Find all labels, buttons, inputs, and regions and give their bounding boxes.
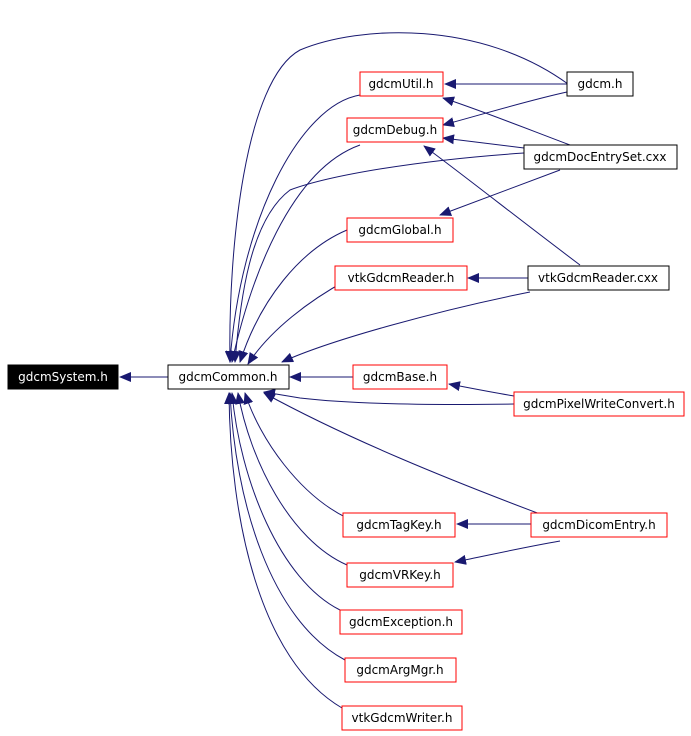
edge-vtkreadercxx-to-debug: [423, 145, 581, 266]
edge-docentryset-to-common: [230, 152, 525, 363]
edge-vrkey-to-common: [235, 392, 348, 566]
node-label: gdcmCommon.h: [179, 370, 278, 384]
node-vtkGdcmWriter[interactable]: vtkGdcmWriter.h: [341, 705, 463, 731]
edge-tagkey-to-common: [243, 392, 348, 519]
node-label: gdcmException.h: [349, 615, 453, 629]
edge-gdcm-to-debug: [442, 91, 568, 127]
node-vtkGdcmReaderCxx[interactable]: vtkGdcmReader.cxx: [527, 265, 670, 291]
edge-argmgr-to-common: [225, 392, 346, 661]
node-gdcmDicomEntry[interactable]: gdcmDicomEntry.h: [530, 512, 668, 538]
node-label: vtkGdcmReader.cxx: [538, 271, 658, 285]
node-label: gdcmVRKey.h: [359, 568, 441, 582]
edge-gdcm-to-common: [224, 32, 569, 363]
nodes: gdcmSystem.h gdcmCommon.h gdcmUtil.h gdc…: [7, 71, 685, 731]
node-gdcmVRKey[interactable]: gdcmVRKey.h: [346, 562, 454, 588]
node-gdcmBase[interactable]: gdcmBase.h: [352, 364, 448, 390]
node-gdcmArgMgr[interactable]: gdcmArgMgr.h: [344, 657, 457, 683]
node-gdcmCommon[interactable]: gdcmCommon.h: [167, 364, 290, 390]
edge-exception-to-common: [228, 392, 341, 611]
node-label: vtkGdcmWriter.h: [352, 711, 453, 725]
edge-util-to-common: [225, 94, 361, 363]
edges: [119, 32, 581, 709]
edge-dicomentry-to-common: [263, 392, 541, 515]
node-gdcmException[interactable]: gdcmException.h: [339, 609, 463, 635]
node-label: gdcmDicomEntry.h: [542, 518, 655, 532]
node-label: gdcm.h: [578, 77, 623, 91]
node-gdcmDebug[interactable]: gdcmDebug.h: [346, 117, 444, 143]
edge-pixelwrite-to-common: [263, 388, 515, 405]
edge-docentryset-to-debug: [442, 134, 525, 149]
edge-vtkreadercxx-to-common: [281, 291, 531, 363]
edge-global-to-common: [238, 229, 348, 363]
node-label: gdcmTagKey.h: [356, 518, 441, 532]
node-label: gdcmDocEntrySet.cxx: [534, 150, 667, 164]
node-gdcmGlobal[interactable]: gdcmGlobal.h: [346, 217, 454, 243]
node-label: gdcmUtil.h: [368, 77, 433, 91]
edge-docentryset-to-util: [442, 96, 571, 146]
node-vtkGdcmReaderH[interactable]: vtkGdcmReader.h: [334, 265, 468, 291]
node-gdcmSystem[interactable]: gdcmSystem.h: [7, 364, 119, 390]
node-gdcm[interactable]: gdcm.h: [566, 71, 634, 97]
node-label: gdcmBase.h: [363, 370, 437, 384]
node-label: gdcmSystem.h: [18, 370, 108, 384]
edge-dicomentry-to-vrkey: [454, 540, 561, 565]
edge-docentryset-to-global: [439, 169, 561, 216]
node-label: gdcmGlobal.h: [358, 223, 441, 237]
node-gdcmTagKey[interactable]: gdcmTagKey.h: [342, 512, 456, 538]
node-label: gdcmPixelWriteConvert.h: [523, 397, 675, 411]
edge-debug-to-common: [229, 144, 361, 363]
node-gdcmDocEntrySet[interactable]: gdcmDocEntrySet.cxx: [523, 144, 678, 170]
node-label: gdcmDebug.h: [353, 123, 437, 137]
edge-pixelwrite-to-base: [448, 381, 515, 397]
node-label: vtkGdcmReader.h: [348, 271, 455, 285]
node-gdcmUtil[interactable]: gdcmUtil.h: [359, 71, 444, 97]
edge-vtkwriter-to-common: [224, 392, 343, 709]
node-label: gdcmArgMgr.h: [356, 663, 443, 677]
node-gdcmPixelWriteConvert[interactable]: gdcmPixelWriteConvert.h: [513, 391, 685, 417]
edge-vtkreaderh-to-common: [247, 279, 348, 365]
